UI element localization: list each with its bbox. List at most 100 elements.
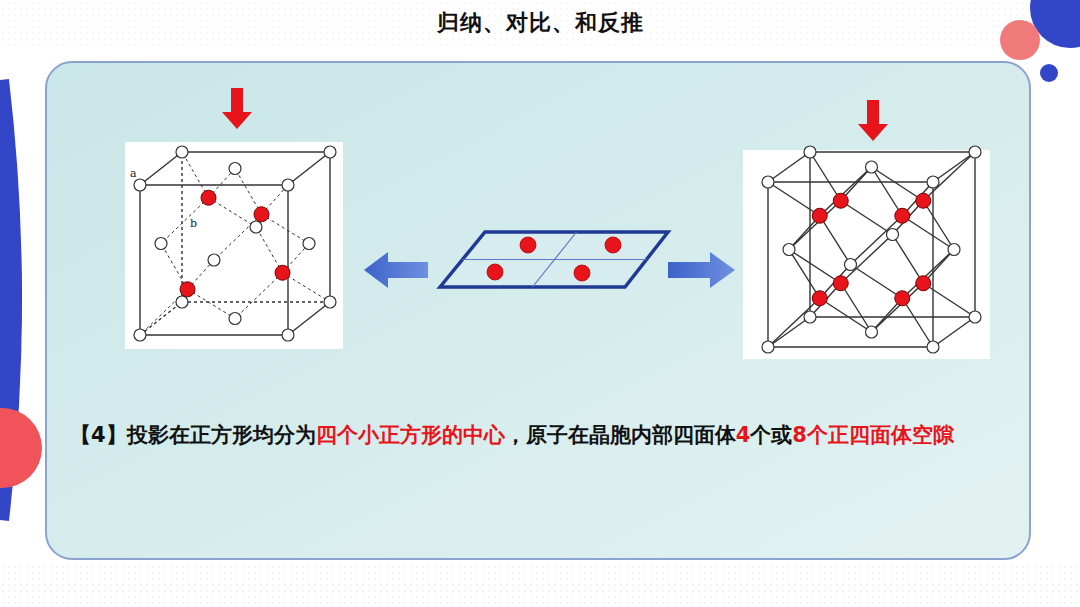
note-text: 【4】投影在正方形均分为 xyxy=(70,423,316,447)
lattice-atom xyxy=(969,146,981,158)
lattice-atom xyxy=(250,221,262,233)
cell-edge xyxy=(810,151,975,152)
bond-line xyxy=(923,283,975,317)
bond-line xyxy=(820,167,872,216)
cell-edge xyxy=(182,151,330,152)
bond-line xyxy=(841,201,893,235)
lattice-atom xyxy=(969,311,981,323)
highlight-text: 个正四面体空隙 xyxy=(807,423,954,447)
deco-circle xyxy=(1000,20,1040,60)
bond-line xyxy=(851,216,903,265)
bond-line xyxy=(923,201,954,250)
lattice-atom xyxy=(887,229,899,241)
tetrahedral-atom xyxy=(201,190,216,205)
diamond-cell xyxy=(762,146,981,353)
image-frame xyxy=(125,142,343,349)
note-paragraph: 【4】投影在正方形均分为四个小正方形的中心，原子在晶胞内部四面体4个或8个正四面… xyxy=(70,416,980,454)
cell-edge xyxy=(933,152,975,182)
projection-square xyxy=(440,232,668,287)
lattice-atom xyxy=(804,146,816,158)
bond-line xyxy=(789,201,841,250)
lattice-atom xyxy=(762,176,774,188)
lattice-atom xyxy=(176,296,188,308)
note-text: 个或 xyxy=(750,423,792,447)
lattice-atom xyxy=(208,254,220,266)
cell-edge xyxy=(288,302,330,335)
bond-line xyxy=(820,298,872,332)
cell-edge xyxy=(974,152,975,317)
bond-line xyxy=(789,250,841,284)
lattice-atom xyxy=(866,161,878,173)
lattice-atom xyxy=(155,238,167,250)
bond-line xyxy=(262,214,310,243)
bond-line xyxy=(188,289,236,318)
cell-edge xyxy=(182,301,330,302)
cell-edge xyxy=(767,182,768,347)
cell-edge xyxy=(809,152,810,317)
bond-line xyxy=(209,198,257,227)
content-panel xyxy=(46,62,1030,559)
cell-edge xyxy=(768,181,933,182)
highlight-text: 8 xyxy=(792,423,807,447)
bottom-texture xyxy=(0,565,1080,607)
lattice-atom xyxy=(762,341,774,353)
lattice-atom xyxy=(134,179,146,191)
cell-edge xyxy=(933,317,975,347)
tetrahedral-atom xyxy=(254,207,269,222)
lattice-atom xyxy=(134,329,146,341)
lattice-atom xyxy=(927,341,939,353)
tetrahedral-atom xyxy=(916,193,931,208)
atom-label: a xyxy=(130,167,137,180)
bond-line xyxy=(893,235,924,284)
cell-edge xyxy=(810,316,975,317)
atom-label: b xyxy=(190,217,197,230)
bond-line xyxy=(768,182,820,216)
cell-edge xyxy=(140,152,182,185)
lattice-atom xyxy=(229,163,241,175)
bond-line xyxy=(810,152,841,201)
cell-edge xyxy=(932,182,933,347)
bond-line xyxy=(902,216,954,250)
highlight-text: 4 xyxy=(736,423,751,447)
cell-edge xyxy=(768,152,810,182)
lattice-atom xyxy=(845,259,857,271)
tetrahedral-atom xyxy=(812,291,827,306)
zinc-blende-cell xyxy=(134,146,336,341)
bond-line xyxy=(768,298,820,347)
highlight-text: 四个小正方形的中心 xyxy=(316,423,505,447)
lattice-atom xyxy=(282,329,294,341)
bond-line xyxy=(214,214,262,260)
tetrahedral-atom xyxy=(812,208,827,223)
lattice-atom xyxy=(303,238,315,250)
lattice-atom xyxy=(866,326,878,338)
bond-line xyxy=(841,235,893,284)
cell-edge xyxy=(139,185,140,335)
bond-line xyxy=(872,167,903,216)
lattice-atom xyxy=(324,146,336,158)
bond-line xyxy=(902,298,933,347)
block-arrow xyxy=(668,252,735,288)
lattice-atom xyxy=(927,176,939,188)
image-frame xyxy=(743,150,990,359)
lattice-atom xyxy=(176,146,188,158)
lattice-atom xyxy=(324,296,336,308)
lattice-atom xyxy=(948,244,960,256)
cell-edge xyxy=(287,185,288,335)
bond-line xyxy=(820,216,851,265)
bond-line xyxy=(851,265,903,299)
bond-line xyxy=(923,152,975,201)
page-title: 归纳、对比、和反推 xyxy=(0,8,1080,38)
cell-edge xyxy=(288,152,330,185)
lattice-atom xyxy=(282,179,294,191)
cell-edge xyxy=(140,302,182,335)
deco-circle xyxy=(0,408,42,488)
tetrahedral-atom xyxy=(916,276,931,291)
lattice-atom xyxy=(804,311,816,323)
deco-circle xyxy=(1040,64,1058,82)
bond-line xyxy=(235,273,283,319)
bond-line xyxy=(872,167,924,201)
bond-line xyxy=(161,198,209,244)
cell-edge xyxy=(329,152,330,302)
